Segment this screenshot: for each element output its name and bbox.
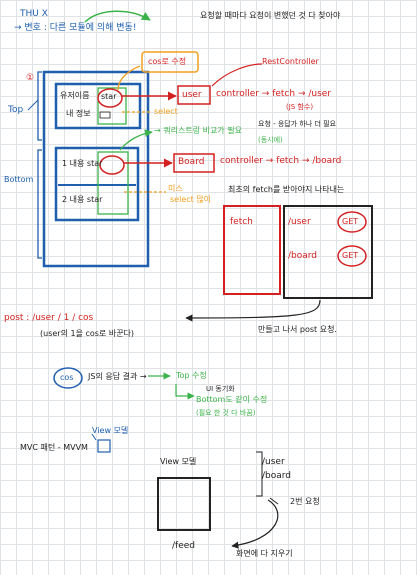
post-line: post : /user / 1 / cos: [4, 313, 94, 323]
user-path: /user: [262, 457, 285, 467]
user-extra-note: 요청 - 응답가 하나 더 필요: [258, 120, 337, 128]
top-small-box: [99, 111, 111, 119]
green-note-arrow: [119, 129, 153, 151]
redraw-note: 화면에 다 지우기: [236, 549, 293, 558]
board-box-label: Board: [178, 157, 205, 167]
request-note: 2번 요청: [290, 497, 320, 506]
fetch-note: 최초의 fetch를 받아야지 나타내는: [228, 185, 345, 194]
request-arrow: [231, 499, 279, 549]
user-get-method: GET: [342, 217, 359, 226]
mvc-label: MVC 패턴 - MVVM: [20, 443, 88, 452]
top-label: Top: [8, 105, 24, 115]
user-flow: controller → fetch → /user: [216, 89, 332, 99]
view-model-box: [157, 477, 211, 531]
feed-path: /feed: [172, 541, 195, 551]
bottom-green-box: [97, 151, 129, 215]
js-note: (JS 함수): [286, 103, 314, 111]
mvc-box: [97, 439, 111, 453]
circle-number: ①: [26, 73, 35, 83]
top-star-label: star: [101, 92, 117, 101]
user-info-label: 내 정보: [66, 109, 91, 118]
user-get-path: /user: [288, 217, 311, 227]
cos-result: JS의 응답 결과 →: [88, 372, 147, 381]
top-star-highlight: [97, 88, 123, 108]
day-label: THU X: [20, 9, 48, 19]
top-green-box: [97, 87, 127, 125]
main-frame: [42, 70, 150, 268]
select-many: select 많이: [170, 195, 212, 204]
user-box: [177, 85, 211, 105]
board-flow: controller → fetch → /board: [220, 156, 342, 166]
bottom-label: Bottom: [4, 175, 34, 184]
bottom-fix-arrow: [175, 384, 195, 400]
header-swoosh: [84, 10, 151, 23]
green-note: → 쿼리스트링 비교가 필요: [154, 126, 242, 135]
cos-circle: [53, 367, 83, 389]
board-box: [173, 153, 215, 173]
fetch-panel: [223, 205, 281, 295]
user-name-label: 유저이름: [60, 91, 90, 100]
post-arrow: [185, 299, 321, 322]
select-note: select: [154, 107, 178, 116]
top-fix: Top 수정: [176, 371, 207, 380]
green-note-2: (동시에): [258, 136, 283, 144]
row-1: 1 내용 star: [62, 159, 103, 168]
bottom-panel: [54, 146, 140, 222]
board-get-method: GET: [342, 251, 359, 260]
header-top-note: 요청할 때마다 요청이 변했던 것 다 찾아야: [200, 11, 341, 20]
ui-note: UI 동기화: [206, 385, 235, 393]
cos-circle-label: cos: [60, 373, 74, 382]
mvc-pointer: [91, 433, 97, 441]
post-sub: (user의 1을 cos로 바꾼다): [40, 329, 135, 338]
cos-arrow: [117, 65, 141, 91]
user-board-bracket: [256, 451, 263, 497]
bottom-fix: Bottom도 같이 수정: [196, 395, 268, 404]
post-note: 만들고 나서 post 요청.: [258, 325, 337, 334]
board-get-path: /board: [288, 251, 318, 261]
header-note: → 변호 : 다른 모듈에 의해 변동!: [14, 23, 137, 33]
get-panel: [283, 205, 373, 299]
bottom-brace: [37, 149, 42, 259]
top-panel: [54, 82, 142, 130]
rest-swoosh: [211, 63, 263, 87]
view-model-label: View 모델: [160, 457, 197, 466]
request-mark: [269, 497, 279, 505]
fetch-label: fetch: [230, 217, 253, 227]
rest-controller-label: RestController: [262, 57, 319, 66]
get-circle-2: [337, 245, 367, 267]
bottom-star-highlight: [99, 155, 125, 175]
top-brace: [37, 71, 42, 141]
top-brace-pointer: [27, 99, 39, 111]
cos-note: cos로 수정: [148, 57, 187, 66]
mvc-view-label: View 모델: [92, 426, 129, 435]
row-2: 2 내용 star: [62, 195, 103, 204]
user-box-label: user: [182, 90, 202, 100]
cos-box: [141, 51, 199, 73]
bottom-fix-2: (필요 한 것 다 바꿈): [196, 409, 256, 417]
get-circle-1: [337, 211, 367, 233]
mis-note: 미스: [168, 184, 183, 193]
board-path: /board: [262, 471, 292, 481]
